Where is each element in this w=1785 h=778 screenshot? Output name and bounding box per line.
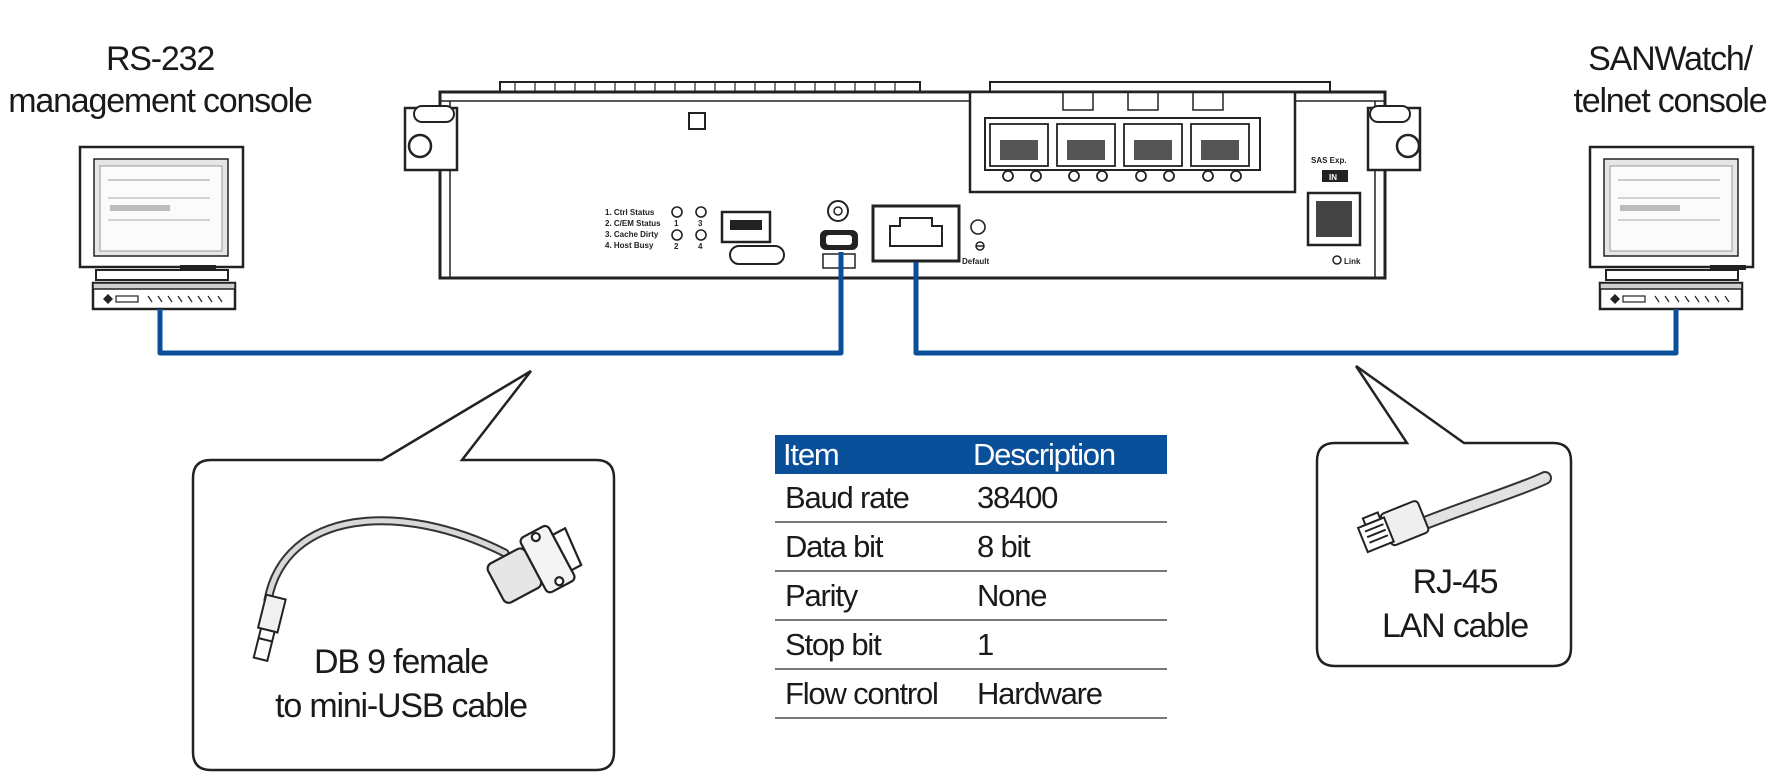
table-row: Baud rate 38400 <box>775 474 1167 523</box>
usb-cable-label: DB 9 female to mini-USB cable <box>236 640 566 728</box>
row-item: Stop bit <box>775 620 965 670</box>
lan-cable-label-line1: RJ-45 <box>1412 563 1499 601</box>
right-computer <box>1588 145 1755 311</box>
table-row: Data bit 8 bit <box>775 522 1167 572</box>
row-item: Data bit <box>775 522 965 572</box>
serial-settings-table: Item Description Baud rate 38400 Data bi… <box>775 435 1167 719</box>
monitor-icon <box>1588 145 1755 281</box>
table-row: Parity None <box>775 571 1167 621</box>
table-header-row: Item Description <box>775 435 1167 474</box>
row-description: 1 <box>965 620 1167 670</box>
led-legend-2: 2. C/EM Status <box>605 219 661 228</box>
sanwatch-label-line1: SANWatch/ <box>1588 40 1753 78</box>
rs232-label-line2: management console <box>8 82 313 120</box>
header-item: Item <box>775 435 965 474</box>
keyboard-icon <box>91 281 237 311</box>
row-description: Hardware <box>965 669 1167 719</box>
serial-cable-line <box>157 252 844 356</box>
row-item: Flow control <box>775 669 965 719</box>
usb-cable-label-line1: DB 9 female <box>314 643 489 681</box>
row-item: Parity <box>775 571 965 621</box>
usb-cable-icon <box>252 516 583 663</box>
header-description: Description <box>965 435 1167 474</box>
monitor-icon <box>78 145 245 281</box>
usb-cable-label-line2: to mini-USB cable <box>275 687 528 725</box>
cable-lines <box>157 252 1679 356</box>
callout-lan <box>1315 364 1573 668</box>
controller-module <box>403 81 1422 280</box>
row-description: 8 bit <box>965 522 1167 572</box>
led-legend-1: 1. Ctrl Status <box>605 208 655 217</box>
in-label: IN <box>1329 173 1337 182</box>
sas-exp-label: SAS Exp. <box>1311 156 1347 165</box>
table-row: Flow control Hardware <box>775 669 1167 719</box>
default-label: Default <box>962 257 989 266</box>
table-row: Stop bit 1 <box>775 620 1167 670</box>
led-number-1: 1 <box>674 219 679 228</box>
lan-cable-label-line2: LAN cable <box>1381 607 1529 645</box>
lan-cable-label: RJ-45 LAN cable <box>1330 560 1580 648</box>
rs232-label-line1: RS-232 <box>105 40 215 78</box>
link-label: Link <box>1344 257 1361 266</box>
led-number-3: 3 <box>698 219 703 228</box>
row-description: 38400 <box>965 474 1167 523</box>
led-number-4: 4 <box>698 242 703 251</box>
callout-usb <box>191 369 616 772</box>
panel-labels: 1. Ctrl Status 2. C/EM Status 3. Cache D… <box>605 156 1361 266</box>
row-description: None <box>965 571 1167 621</box>
lan-cable-line <box>913 262 1679 356</box>
sanwatch-label-line2: telnet console <box>1573 82 1767 120</box>
rs232-console-label: RS-232 management console <box>0 38 320 122</box>
led-legend-4: 4. Host Busy <box>605 241 654 250</box>
sanwatch-console-label: SANWatch/ telnet console <box>1555 38 1785 122</box>
led-legend-3: 3. Cache Dirty <box>605 230 659 239</box>
rj45-cable-icon <box>1356 471 1552 554</box>
row-item: Baud rate <box>775 474 965 523</box>
led-number-2: 2 <box>674 242 679 251</box>
left-computer <box>78 145 245 311</box>
keyboard-icon <box>1598 281 1744 311</box>
